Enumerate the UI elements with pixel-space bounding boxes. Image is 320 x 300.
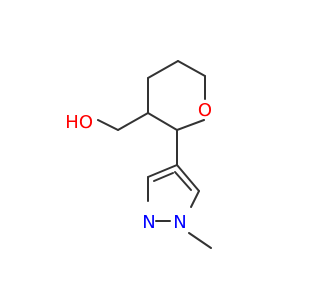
bond-c5p-c4p [176,164,200,192]
bond-c5p-c4p-inner [174,171,192,191]
bond-c4p-c3p [147,164,178,178]
pyrazole-n1-label: N [173,212,186,233]
pyrazole-n2-label: N [142,212,155,233]
structure-svg: HO O N N [65,60,212,249]
ring-oxygen-label: O [198,100,212,121]
bond-c4p-c3p-inner [153,172,174,182]
bond-ch2-oh [97,119,119,131]
bond-c3-ch2 [117,112,149,131]
bond-n1-c5p [190,190,200,208]
hydroxyl-label: HO [65,112,93,133]
bond-n1-methyl [188,232,212,249]
bond-c4-c5 [147,60,179,79]
bond-o-ring-c2 [176,119,205,131]
molecule-diagram: HO O N N [65,60,212,249]
bond-c5-c6 [177,60,206,77]
bond-c2-c3 [147,112,178,131]
